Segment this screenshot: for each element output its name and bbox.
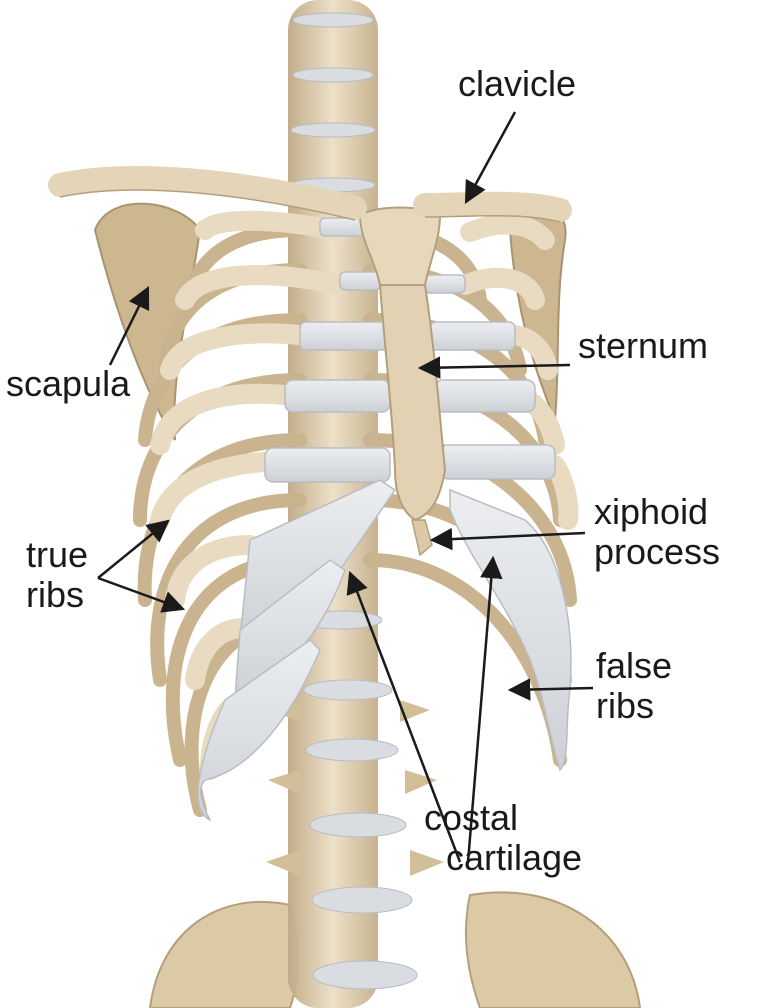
- ribs-front: [150, 210, 579, 780]
- label-true-ribs: true ribs: [26, 535, 88, 615]
- arrow-xiphoid: [429, 527, 586, 551]
- arrows: [97, 111, 594, 863]
- label-scapula: scapula: [6, 364, 130, 404]
- label-true-ribs-line1: true: [26, 534, 89, 575]
- arrow-costal-left: [346, 570, 462, 863]
- arrow-false-ribs: [507, 678, 594, 701]
- arrow-clavicle: [464, 111, 517, 204]
- arrow-sternum: [417, 356, 571, 379]
- label-true-ribs-line2: ribs: [26, 574, 85, 615]
- label-costal-line2: cartilage: [446, 837, 583, 878]
- label-false-ribs: false ribs: [596, 646, 672, 726]
- label-sternum-text: sternum: [578, 325, 709, 366]
- label-sternum: sternum: [578, 326, 708, 366]
- clavicles: [48, 166, 572, 222]
- label-xiphoid-process: xiphoid process: [594, 492, 720, 572]
- costal-cartilage-shapes: [197, 217, 572, 822]
- label-false-ribs-line2: ribs: [596, 685, 655, 726]
- pelvis: [148, 891, 642, 1008]
- label-xiphoid-line2: process: [594, 531, 721, 572]
- label-clavicle-text: clavicle: [458, 63, 577, 104]
- label-scapula-text: scapula: [6, 363, 131, 404]
- label-clavicle: clavicle: [458, 64, 576, 104]
- label-costal-line1: costal: [424, 797, 519, 838]
- arrow-true-ribs-upper: [97, 519, 170, 579]
- label-false-ribs-line1: false: [596, 645, 673, 686]
- arrow-scapula: [108, 285, 150, 366]
- arrow-costal-right: [466, 555, 503, 863]
- sternum: [358, 206, 447, 557]
- label-costal-cartilage: costal cartilage: [424, 798, 582, 878]
- label-xiphoid-line1: xiphoid: [594, 491, 709, 532]
- arrow-true-ribs-lower: [97, 576, 186, 613]
